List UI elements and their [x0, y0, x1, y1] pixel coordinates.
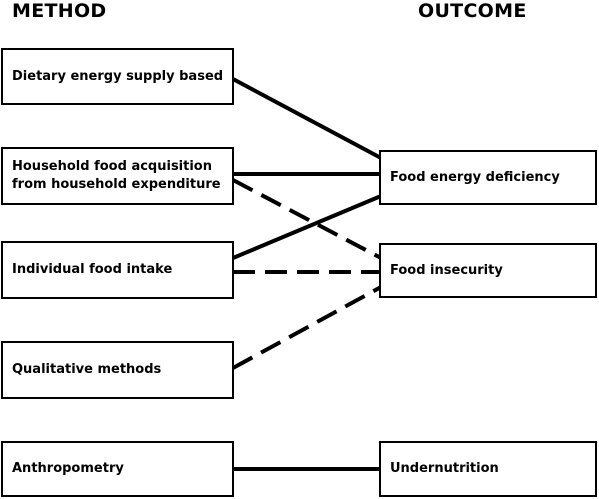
outcome-label: Food energy deficiency: [390, 169, 560, 185]
outcome-label: Food insecurity: [390, 262, 503, 278]
link-dietary-to-energy-deficiency: [232, 77, 382, 160]
method-label: Anthropometry: [12, 461, 124, 476]
outcome-box-food-energy-deficiency: Food energy deficiency: [379, 150, 597, 205]
method-header: METHOD: [12, 0, 107, 22]
method-box-dietary-energy: Dietary energy supply based: [1, 48, 234, 105]
method-label-line1: Household food acquisition: [12, 159, 212, 174]
outcome-header: OUTCOME: [418, 0, 527, 22]
method-label: Individual food intake: [12, 262, 173, 277]
method-label: Qualitative methods: [12, 362, 162, 377]
method-box-anthropometry: Anthropometry: [1, 441, 234, 497]
outcome-box-undernutrition: Undernutrition: [379, 441, 597, 497]
method-label: Dietary energy supply based: [12, 68, 224, 84]
method-label-line2: from household expenditure: [12, 177, 221, 192]
link-individual-to-energy-deficiency: [232, 194, 382, 260]
method-box-household-food: Household food acquisition from househol…: [1, 147, 234, 205]
outcome-label: Undernutrition: [390, 461, 499, 476]
outcome-box-food-insecurity: Food insecurity: [379, 243, 597, 298]
link-household-to-food-insecurity: [232, 178, 382, 260]
method-box-qualitative: Qualitative methods: [1, 341, 234, 399]
link-qualitative-to-food-insecurity: [232, 285, 382, 370]
method-box-individual-intake: Individual food intake: [1, 241, 234, 299]
